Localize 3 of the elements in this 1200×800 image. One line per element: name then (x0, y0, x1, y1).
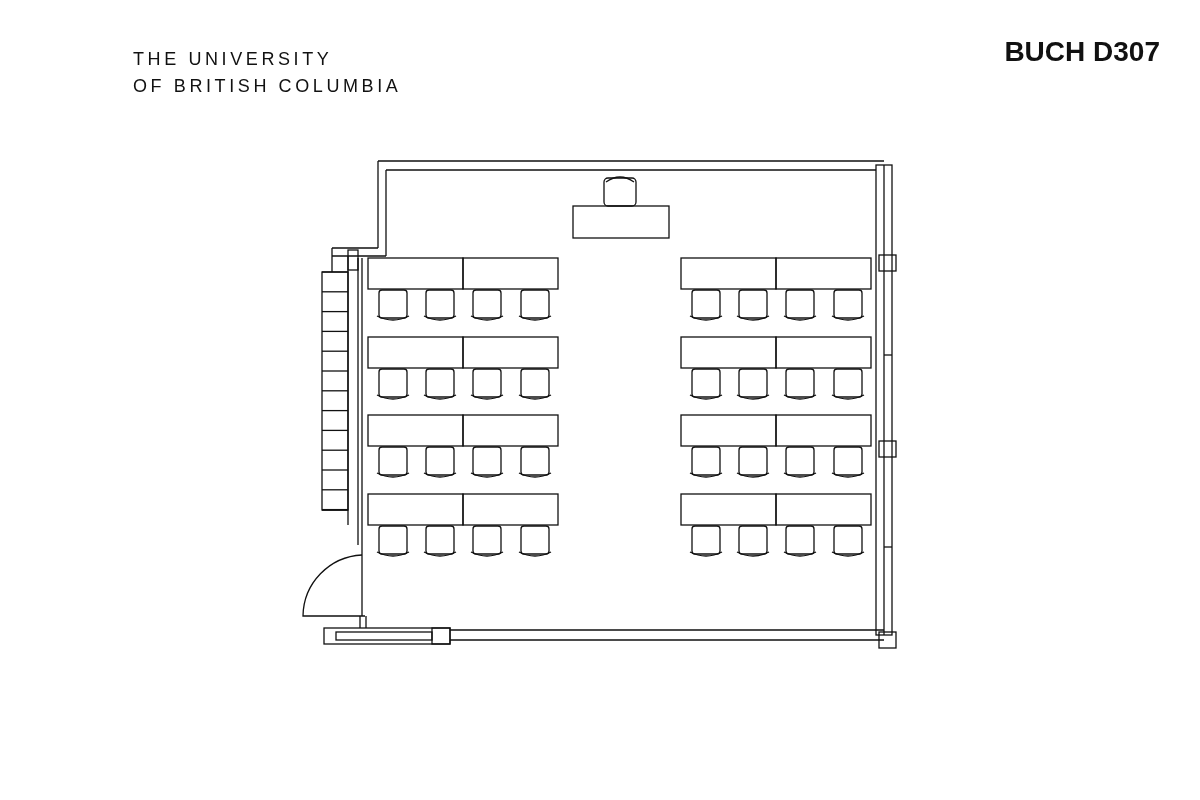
institution-name: THE UNIVERSITY (133, 48, 334, 71)
institution-name: OF BRITISH COLUMBIA (133, 75, 402, 98)
room-title: BUCH D307 (1004, 36, 1160, 68)
